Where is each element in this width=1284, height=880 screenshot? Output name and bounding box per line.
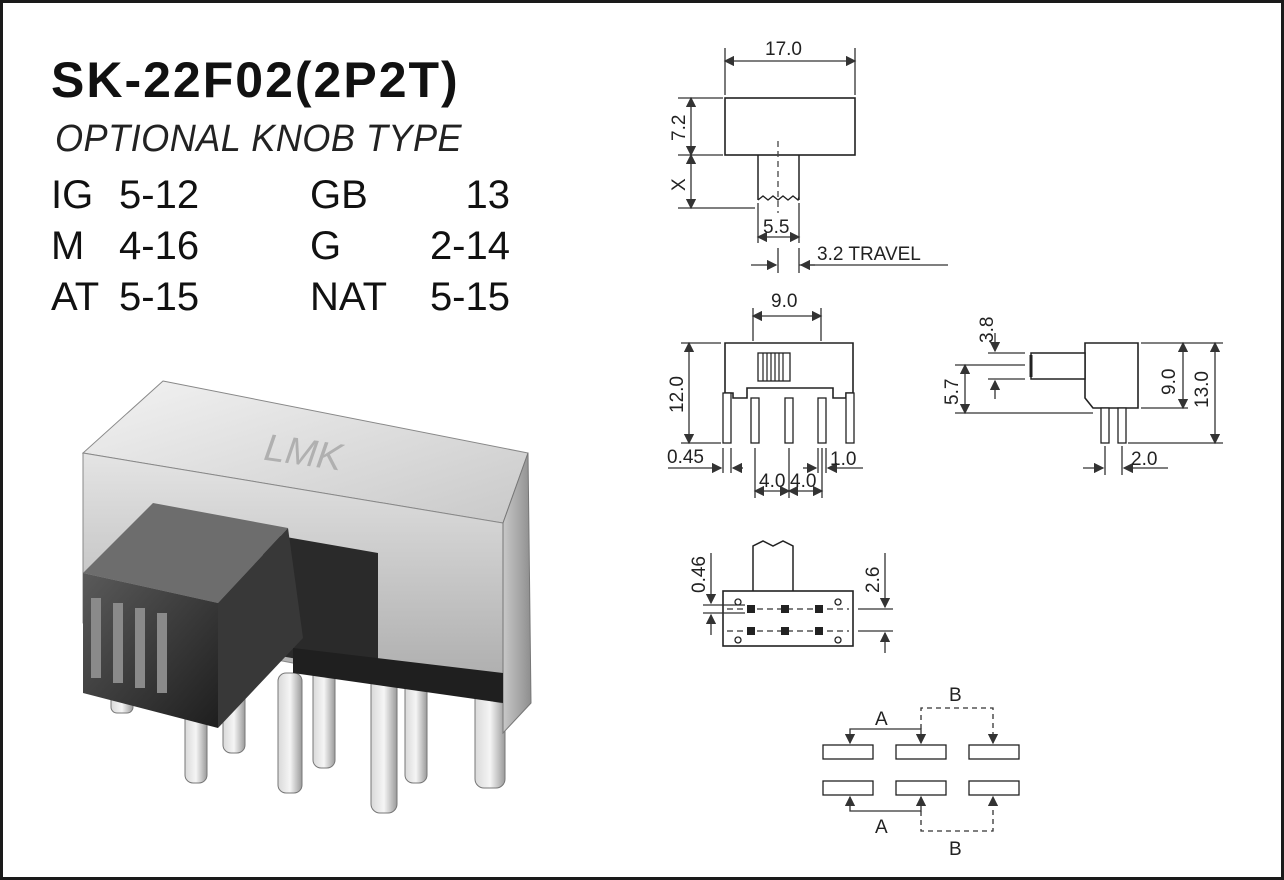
circuit-label-b-bottom: B — [949, 839, 962, 860]
dim-hole: 0.46 — [689, 556, 710, 593]
dim-knob-thickness: 3.8 — [977, 317, 998, 343]
knob-code: M — [51, 224, 85, 268]
knob-option-nat: NAT 5-15 — [310, 277, 510, 321]
dim-pin-spacing: 2.0 — [1131, 449, 1157, 470]
knob-option-gb: GB 13 — [310, 175, 510, 219]
side-view-drawing — [955, 333, 1223, 475]
subtitle: OPTIONAL KNOB TYPE — [55, 118, 463, 160]
front-view-drawing — [668, 308, 863, 498]
knob-option-m: M 4-16 — [51, 226, 271, 270]
dim-front-width: 9.0 — [771, 291, 797, 312]
switch-product-illustration: LMK — [81, 380, 532, 814]
knob-code: NAT — [310, 275, 388, 319]
knob-range: 4-16 — [119, 224, 200, 268]
dim-pin-width: 1.0 — [830, 449, 856, 470]
dim-row-spacing: 2.6 — [863, 567, 884, 593]
dim-travel: 3.2 TRAVEL — [817, 244, 921, 265]
dim-pitch-2: 4.0 — [790, 471, 816, 492]
dim-front-height: 12.0 — [667, 376, 688, 413]
circuit-label-a-bottom: A — [875, 817, 888, 838]
dim-top-height: 7.2 — [669, 115, 690, 141]
circuit-label-b-top: B — [949, 685, 962, 706]
slider-knob — [83, 503, 303, 728]
knob-code: GB — [310, 173, 368, 217]
housing-side — [502, 452, 532, 735]
circuit-label-a-top: A — [875, 709, 888, 730]
knob-range: 5-15 — [119, 275, 200, 319]
top-view-drawing — [678, 48, 948, 273]
dim-top-width: 17.0 — [765, 39, 802, 60]
dim-knob-width: 5.5 — [763, 217, 789, 238]
housing-bottom-edge — [293, 648, 503, 703]
knob-option-g: G 2-14 — [310, 226, 510, 270]
knob-code: G — [310, 224, 342, 268]
circuit-diagram — [822, 707, 1020, 832]
knob-range: 2-14 — [429, 224, 510, 268]
dim-pitch-1: 4.0 — [759, 471, 785, 492]
model-title: SK-22F02(2P2T) — [51, 52, 460, 108]
dim-pin-thickness: 0.45 — [667, 447, 704, 468]
dim-knob-offset: 5.7 — [942, 379, 963, 405]
knob-option-ig: IG 5-12 — [51, 175, 271, 219]
knob-code: IG — [51, 173, 94, 217]
dim-knob-height: X — [669, 178, 690, 191]
dim-body-height: 9.0 — [1159, 369, 1180, 395]
knob-option-at: AT 5-15 — [51, 277, 271, 321]
knob-range: 13 — [465, 173, 511, 217]
dim-total-height: 13.0 — [1192, 371, 1213, 408]
knob-range: 5-12 — [119, 173, 200, 217]
knob-code: AT — [51, 275, 100, 319]
knob-range: 5-15 — [429, 275, 510, 319]
dimension-drawings: 17.0 7.2 X 5.5 3.2 TRAVEL 9.0 12.0 0.45 … — [667, 39, 1223, 860]
bottom-view-drawing — [703, 540, 893, 653]
